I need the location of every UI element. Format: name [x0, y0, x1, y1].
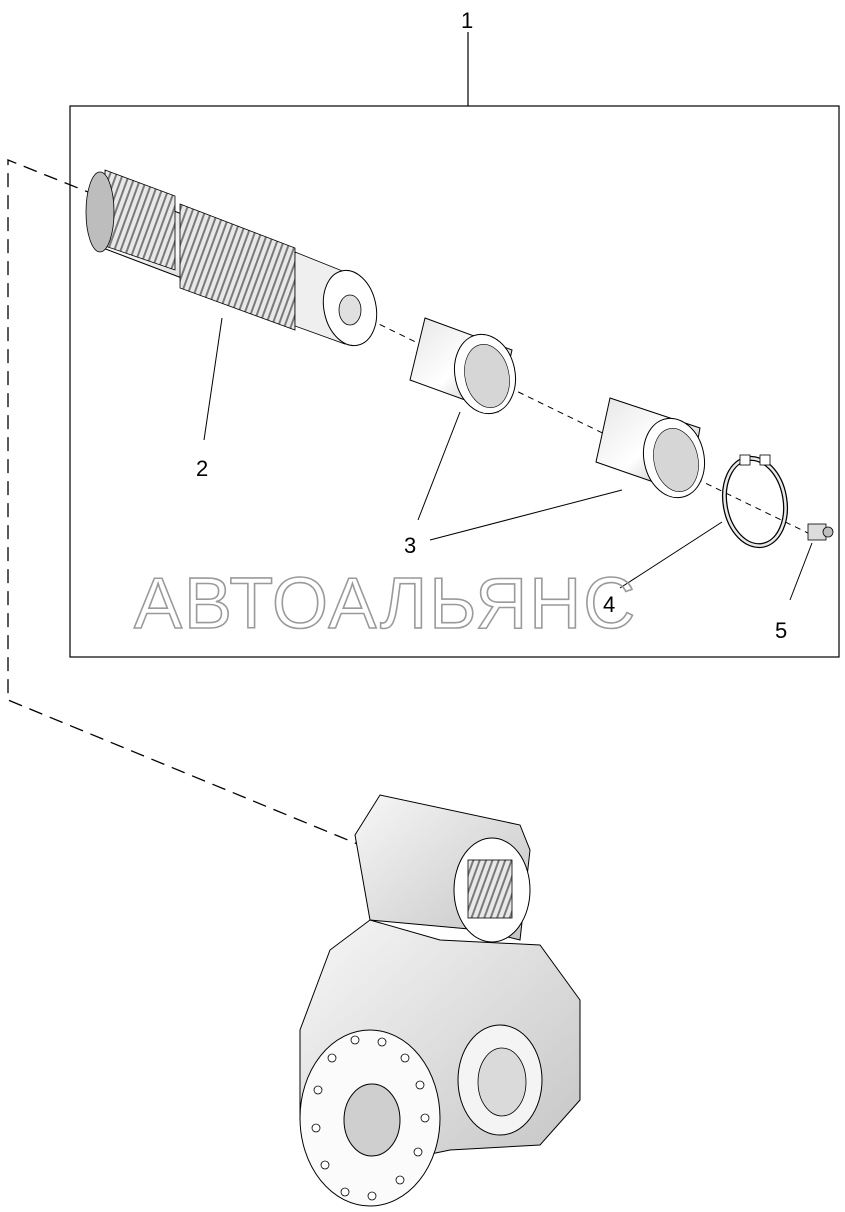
bushing-lower — [595, 397, 706, 499]
leader-lines — [203, 317, 813, 601]
flange-bolt-holes — [311, 1035, 430, 1201]
callout-2: 2 — [196, 456, 208, 481]
callout-4: 4 — [603, 592, 615, 617]
assembly-path-dashed — [7, 159, 361, 846]
centerline — [349, 309, 813, 536]
snap-ring — [721, 454, 789, 549]
bushing-upper — [409, 317, 517, 415]
lever-arm — [299, 794, 581, 1207]
grease-fitting — [807, 523, 834, 541]
splined-shaft — [85, 169, 378, 347]
assembly-frame — [69, 32, 840, 658]
callout-5: 5 — [775, 618, 787, 643]
callout-1: 1 — [461, 8, 473, 33]
watermark-text: АВТОАЛЬЯНС — [134, 564, 637, 644]
callout-3: 3 — [404, 533, 416, 558]
